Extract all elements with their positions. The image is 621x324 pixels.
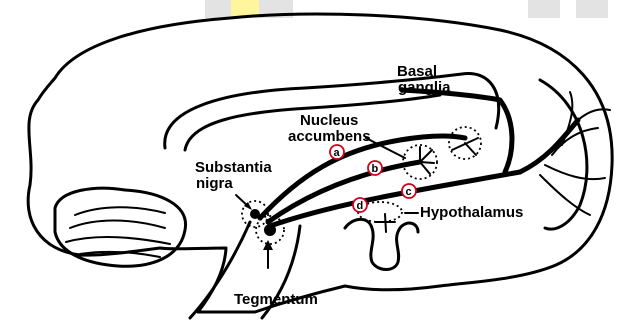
label-nucleus-accumbens-line2: accumbens xyxy=(288,128,371,145)
marker-a: a xyxy=(330,145,344,159)
marker-b: b xyxy=(368,161,382,175)
substantia-nigra-dot xyxy=(250,209,260,219)
nucleus-accumbens-rays xyxy=(420,147,434,174)
marker-c: c xyxy=(402,184,416,198)
leader-tegmentum-arrowhead xyxy=(263,240,273,250)
svg-text:c: c xyxy=(406,186,412,198)
label-substantia-nigra-line2: nigra xyxy=(196,175,233,192)
basal-ganglia-arrow xyxy=(452,138,478,155)
label-substantia-nigra-line1: Substantia xyxy=(195,159,272,176)
svg-text:b: b xyxy=(372,163,379,175)
svg-text:a: a xyxy=(334,147,341,159)
label-nucleus-accumbens-line1: Nucleus xyxy=(300,112,358,129)
label-basal-ganglia-line2: ganglia xyxy=(398,79,451,96)
marker-d: d xyxy=(353,198,367,212)
cerebellum xyxy=(55,188,186,266)
label-basal-ganglia-line1: Basal xyxy=(397,63,437,80)
pathway-basal-ganglia xyxy=(402,90,512,172)
frontal-cortex-branches xyxy=(520,80,610,229)
svg-text:d: d xyxy=(357,200,364,212)
tegmentum-dot xyxy=(264,224,276,236)
label-tegmentum: Tegmentum xyxy=(234,291,318,308)
label-hypothalamus: Hypothalamus xyxy=(420,204,523,221)
